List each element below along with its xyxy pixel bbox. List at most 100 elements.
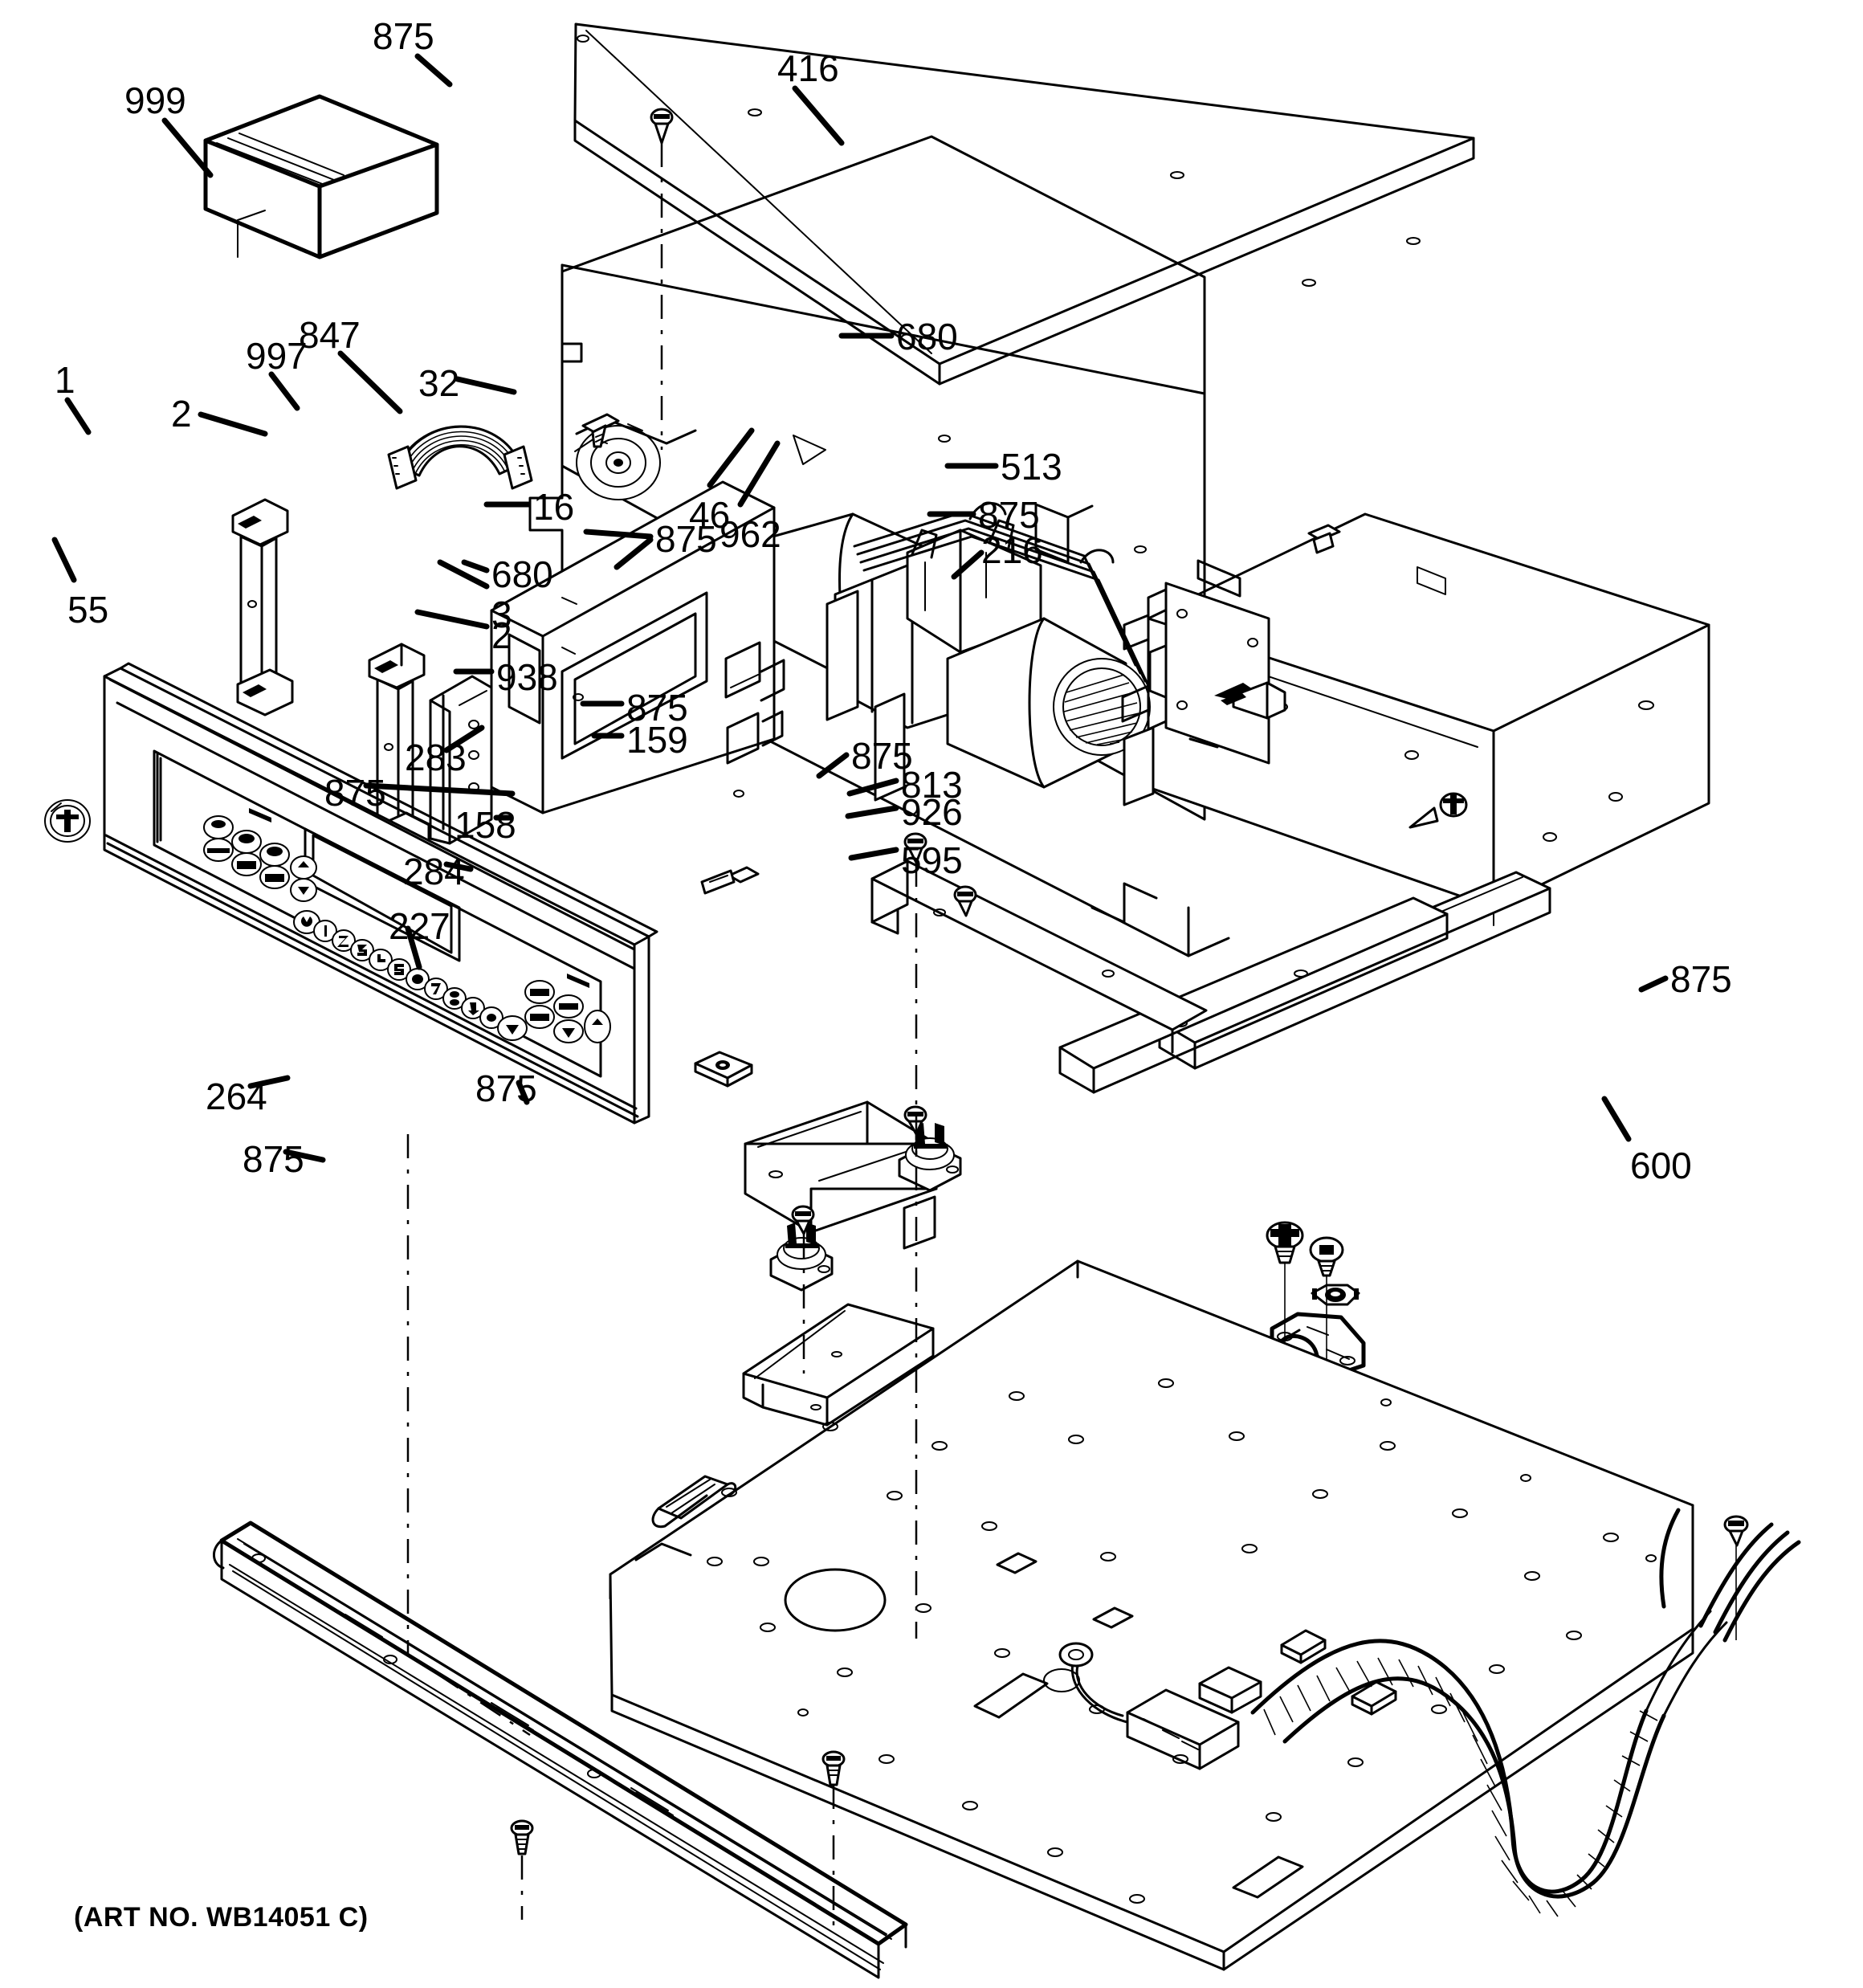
terminal-block <box>1058 1642 1262 1770</box>
callout-600: 600 <box>1630 1145 1692 1186</box>
callout-680: 680 <box>491 553 553 595</box>
leader-3 <box>437 559 490 590</box>
leader-2 <box>198 411 268 437</box>
part-680-screw-mid <box>700 866 760 895</box>
clamp-595 <box>1270 1312 1366 1378</box>
callout-938: 938 <box>496 656 558 698</box>
part-284-channel-bracket <box>742 1303 935 1427</box>
part-847-screw <box>581 413 620 448</box>
part-32-magnetron-blower <box>749 502 1219 806</box>
part-227-base-plate <box>609 1259 1694 1971</box>
nut-926 <box>1311 1284 1360 1306</box>
leader-216 <box>951 549 984 580</box>
part-962-connector <box>1214 681 1286 720</box>
leader-997 <box>268 371 300 411</box>
callout-158: 158 <box>455 804 516 846</box>
callout-284: 284 <box>403 851 465 892</box>
leader-813 <box>846 778 899 797</box>
screw-875-rail-right <box>821 1750 846 1786</box>
screw-875-conduit <box>1723 1515 1749 1640</box>
part-1-control-panel <box>103 662 658 1125</box>
leader-46 <box>707 427 755 488</box>
callout-264: 264 <box>206 1076 267 1117</box>
callout-283: 283 <box>405 737 467 778</box>
screw-875-stack <box>1266 1221 1304 1264</box>
part-3-mounting-plate <box>429 675 493 845</box>
callout-680: 680 <box>896 316 958 357</box>
callout-875: 875 <box>851 735 913 777</box>
callout-2: 2 <box>491 614 512 656</box>
assembly-centerlines <box>406 143 918 1928</box>
leader-416 <box>792 85 845 146</box>
leader-283 <box>443 725 485 753</box>
part-283-angle-bracket <box>744 1100 938 1250</box>
callout-416: 416 <box>777 47 839 89</box>
part-999-carton <box>203 94 439 259</box>
screw-875-158 <box>791 1205 815 1235</box>
leader-875 <box>816 752 850 779</box>
part-crossbar <box>870 832 1208 1054</box>
callout-847: 847 <box>299 314 361 356</box>
callout-875: 875 <box>475 1067 537 1109</box>
part-158-thermostat <box>769 1223 834 1292</box>
part-46-circuit-board <box>1121 559 1270 765</box>
leader-875 <box>614 537 654 570</box>
screw-875-top <box>650 108 674 145</box>
callout-997: 997 <box>246 335 308 377</box>
leader-875 <box>1638 975 1669 993</box>
leader-926 <box>845 805 899 819</box>
callout-926: 926 <box>901 791 963 833</box>
screw-875-b <box>953 885 977 917</box>
screw-875-chassis-right <box>1408 792 1468 829</box>
leader-875 <box>283 1149 326 1163</box>
callout-875: 875 <box>978 494 1040 536</box>
part-16-control-housing <box>490 480 785 814</box>
leader-227 <box>405 925 422 970</box>
callout-16: 16 <box>533 486 575 528</box>
callout-46: 46 <box>689 494 731 536</box>
leader-962 <box>737 440 781 508</box>
leader-680 <box>461 559 490 574</box>
callout-595: 595 <box>901 839 963 881</box>
part-264-trim-rail <box>213 1521 908 1979</box>
leader-264 <box>247 1075 291 1089</box>
leader-875 <box>516 1080 530 1105</box>
leader-32 <box>455 376 517 395</box>
callout-159: 159 <box>626 719 688 761</box>
callout-875: 875 <box>373 15 434 57</box>
callout-875: 875 <box>626 687 688 729</box>
leader-600 <box>1601 1096 1632 1142</box>
callout-3: 3 <box>491 594 512 635</box>
callout-999: 999 <box>124 80 186 121</box>
callout-813: 813 <box>901 764 963 806</box>
part-55-knob-cap <box>44 799 91 843</box>
callout-216: 216 <box>981 529 1043 571</box>
callout-55: 55 <box>67 589 109 631</box>
callout-875: 875 <box>655 518 717 560</box>
screw-875-a <box>903 832 927 864</box>
part-997-ribbon-cable <box>387 425 533 490</box>
screw-813 <box>1309 1236 1344 1277</box>
part-416-top-cover <box>573 22 1475 386</box>
part-938-clip-nut <box>694 1051 753 1088</box>
leader-999 <box>161 117 214 178</box>
leader-847 <box>337 350 403 414</box>
callout-875: 875 <box>324 772 386 814</box>
leader-1 <box>64 397 92 435</box>
fastener-stack <box>1266 1221 1366 1494</box>
callout-32: 32 <box>418 362 460 404</box>
callout-875: 875 <box>243 1138 304 1180</box>
leader-595 <box>848 847 899 861</box>
callout-513: 513 <box>1001 446 1062 488</box>
part-2-support-bracket-lower <box>231 498 294 716</box>
leader-284 <box>443 861 474 872</box>
leader-875 <box>363 782 516 797</box>
callout-875: 875 <box>1670 958 1732 1000</box>
part-600-power-cord <box>1250 1508 1801 1917</box>
leader-55 <box>51 537 77 583</box>
leader-2 <box>414 609 490 630</box>
part-216-side-panel <box>1058 871 1551 1094</box>
